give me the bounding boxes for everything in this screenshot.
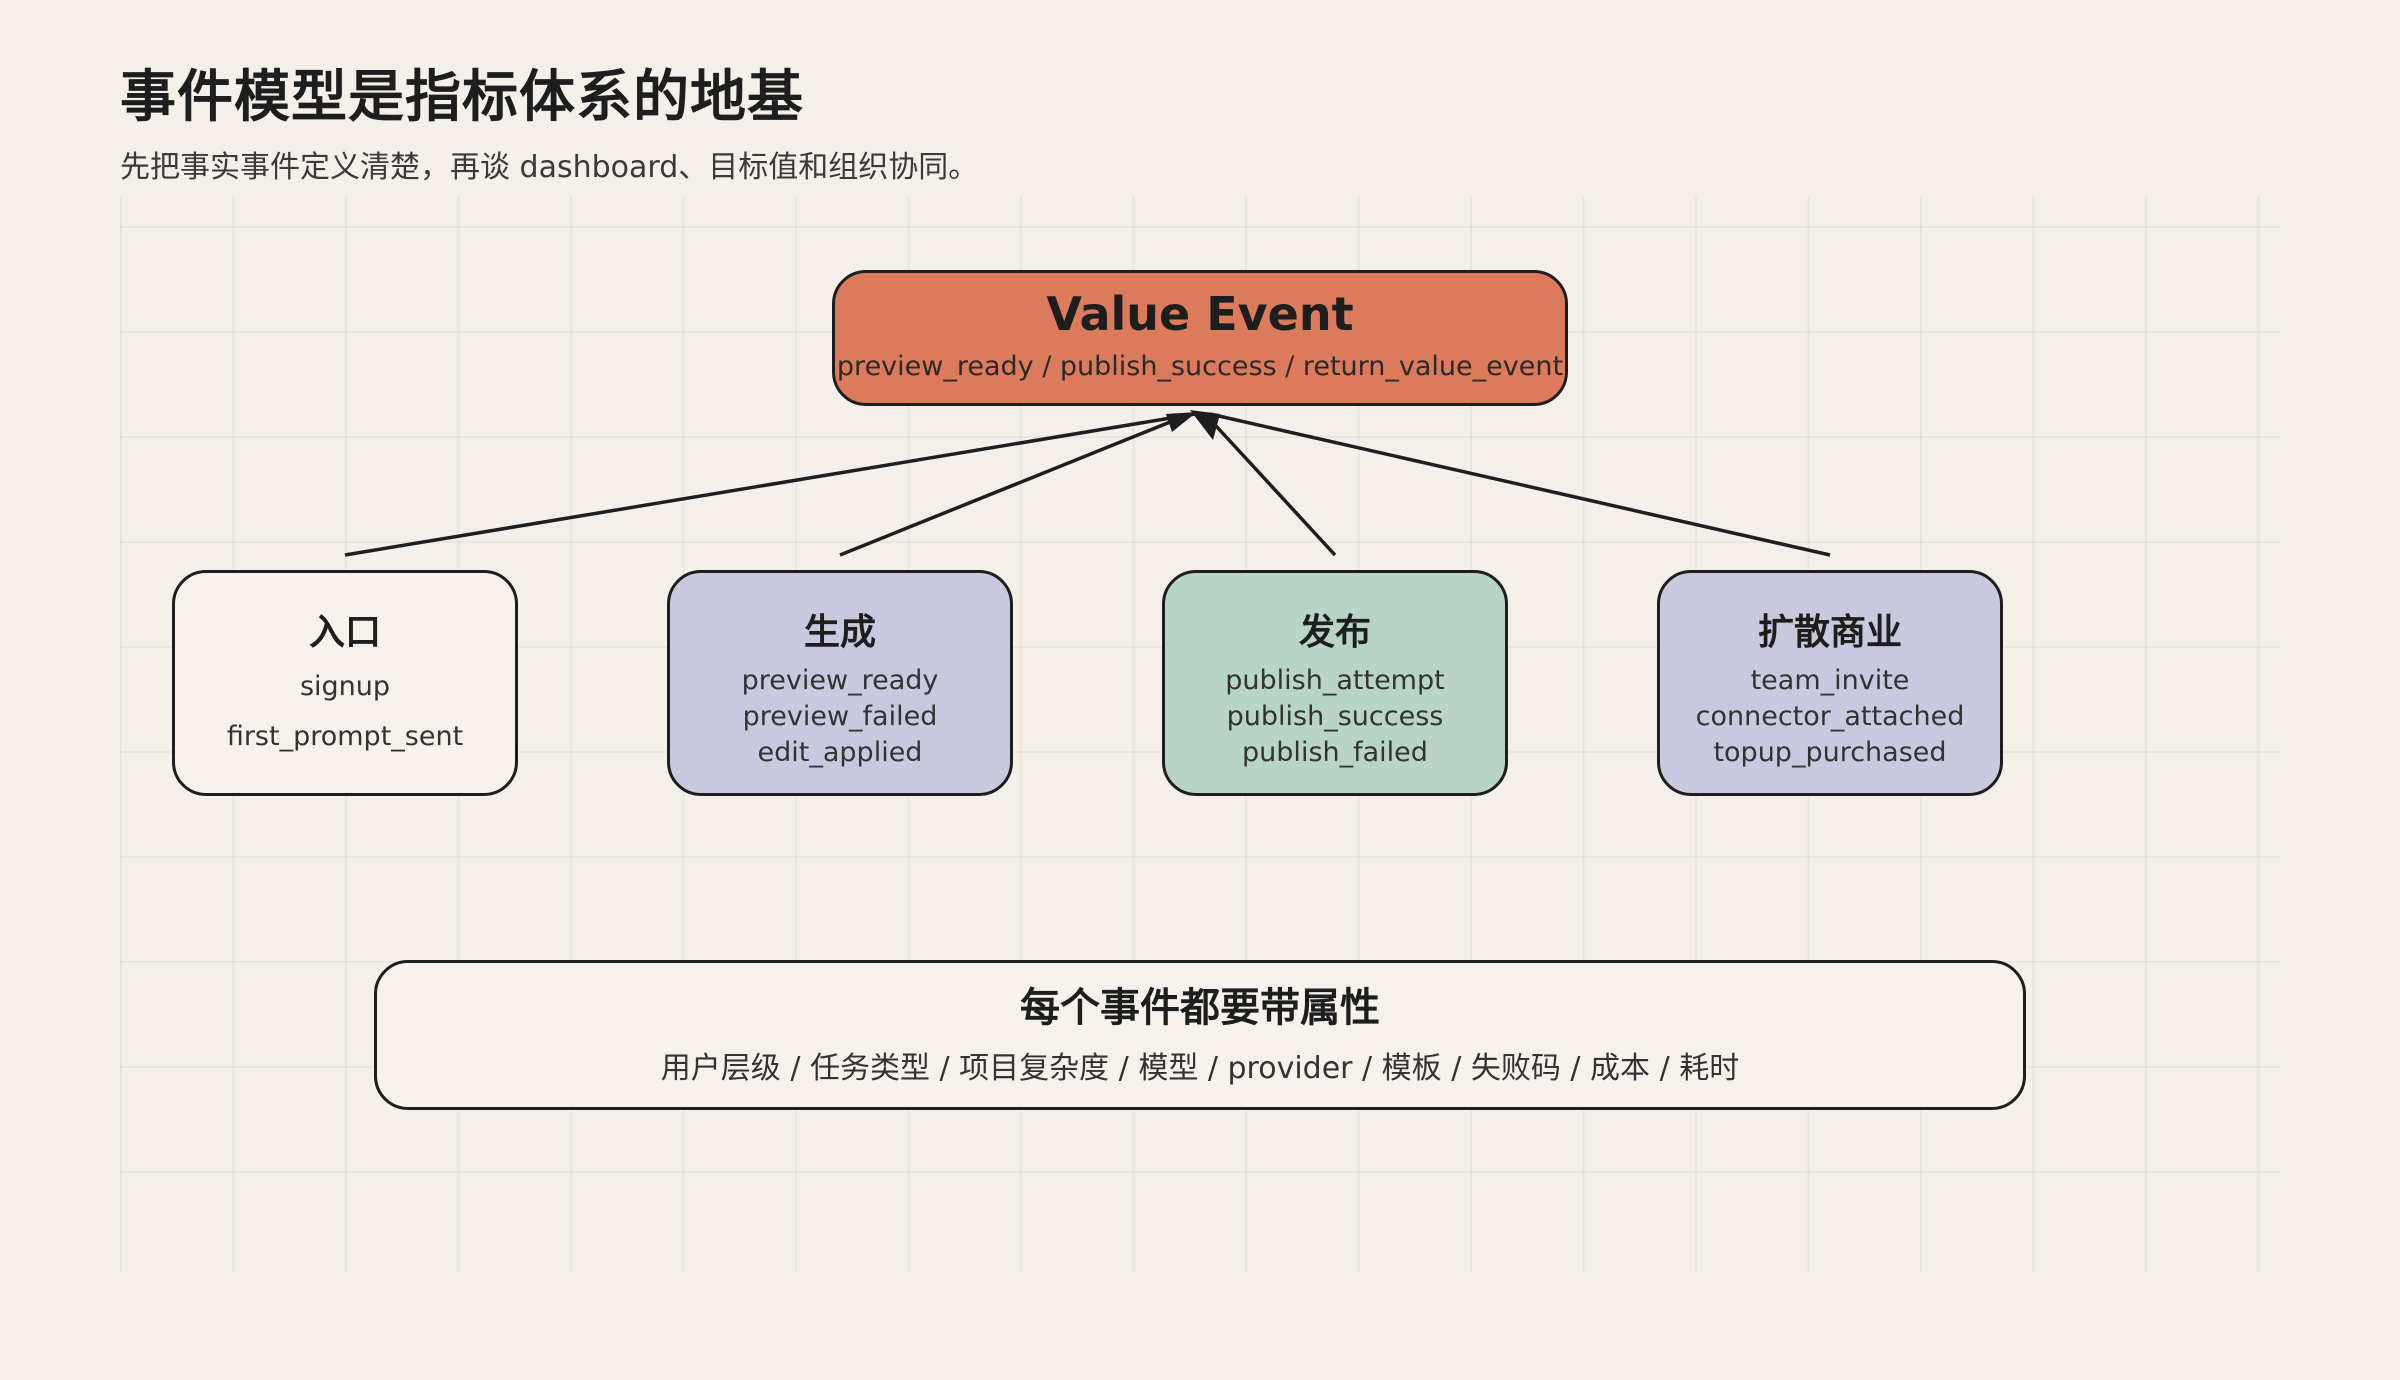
arrow-spread-to-value [1209,412,1831,557]
stage-publish-event: publish_failed [1242,737,1428,768]
stage-spread-event: topup_purchased [1713,737,1947,768]
stage-spread-title: 扩散商业 [1757,612,1902,653]
stage-generate-box: 生成 preview_ready preview_failed edit_app… [667,570,1013,796]
stage-generate-event: preview_failed [742,701,938,732]
event-attributes-title: 每个事件都要带属性 [1020,985,1380,1031]
stage-generate-title: 生成 [803,612,876,653]
stage-generate-event: edit_applied [757,737,923,768]
stage-entry-title: 入口 [308,612,381,653]
event-attributes-box: 每个事件都要带属性 用户层级 / 任务类型 / 项目复杂度 / 模型 / pro… [374,960,2026,1110]
arrowhead-left [1166,412,1197,432]
arrowhead-center [1190,410,1220,440]
stage-publish-box: 发布 publish_attempt publish_success publi… [1162,570,1508,796]
stage-spread-box: 扩散商业 team_invite connector_attached topu… [1657,570,2003,796]
stage-publish-event: publish_success [1226,701,1444,732]
stage-spread-event: connector_attached [1695,701,1965,732]
stage-publish-event: publish_attempt [1225,665,1445,696]
stage-spread-event: team_invite [1750,665,1910,696]
event-attributes-list: 用户层级 / 任务类型 / 项目复杂度 / 模型 / provider / 模板… [660,1051,1740,1086]
stage-publish-title: 发布 [1298,612,1371,653]
arrow-generate-to-value [839,412,1191,557]
page-title: 事件模型是指标体系的地基 [120,65,804,130]
value-event-list: preview_ready / publish_success / return… [836,351,1564,382]
value-event-title: Value Event [1046,287,1354,341]
stage-entry-box: 入口 signup first_prompt_sent [172,570,518,796]
stage-generate-event: preview_ready [741,665,939,696]
page-subtitle: 先把事实事件定义清楚，再谈 dashboard、目标值和组织协同。 [120,150,979,185]
value-event-box: Value Event preview_ready / publish_succ… [832,270,1568,406]
stage-entry-event: signup [299,671,391,702]
arrow-entry-to-value [344,412,1196,557]
stage-entry-event: first_prompt_sent [226,721,464,752]
arrow-publish-to-value [1203,412,1337,557]
